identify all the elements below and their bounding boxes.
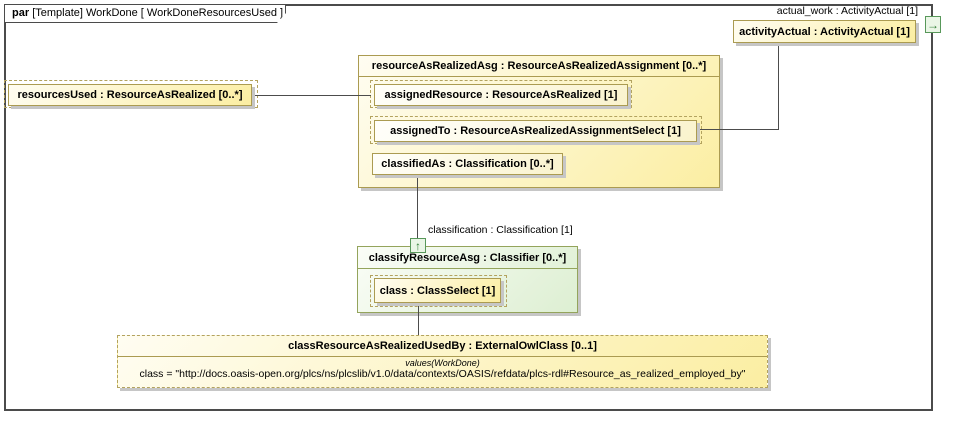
diagram-tab: par [Template] WorkDone [ WorkDoneResour… [4, 4, 286, 23]
connector-resources-used[interactable] [253, 95, 371, 96]
frame-port-right-arrow-icon[interactable]: → [925, 16, 941, 33]
node-class-label: class : ClassSelect [1] [379, 284, 496, 297]
node-assigned-resource[interactable]: assignedResource : ResourceAsRealized [1… [374, 84, 628, 106]
connector-activity-vertical[interactable] [778, 43, 779, 129]
node-class[interactable]: class : ClassSelect [1] [374, 278, 501, 303]
node-assigned-to[interactable]: assignedTo : ResourceAsRealizedAssignmen… [374, 120, 697, 142]
node-classified-as-label: classifiedAs : Classification [0..*] [381, 158, 554, 170]
resources-used-boundary [4, 80, 258, 108]
node-external-owl-header: classResourceAsRealizedUsedBy : External… [118, 336, 767, 357]
diagram-kind-keyword: par [12, 7, 30, 19]
class-boundary [370, 275, 507, 307]
classification-label: classification : Classification [1] [428, 224, 573, 236]
connector-classification[interactable] [417, 175, 418, 238]
node-resources-used[interactable]: resourcesUsed : ResourceAsRealized [0..*… [8, 84, 252, 106]
values-compartment-label: values(WorkDone) [405, 358, 480, 368]
diagram-title: [Template] WorkDone [ WorkDoneResourcesU… [32, 7, 284, 19]
node-assigned-resource-label: assignedResource : ResourceAsRealized [1… [384, 89, 618, 101]
node-classified-as[interactable]: classifiedAs : Classification [0..*] [372, 153, 563, 175]
connector-class-value[interactable] [418, 303, 419, 335]
class-slot-value: class = "http://docs.oasis-open.org/plcs… [139, 368, 746, 380]
up-arrow-icon: ↑ [415, 238, 421, 253]
node-resource-asg-header: resourceAsRealizedAsg : ResourceAsRealiz… [359, 56, 719, 77]
diagram-frame [4, 4, 933, 411]
assigned-resource-boundary [370, 80, 632, 108]
node-resources-used-label: resourcesUsed : ResourceAsRealized [0..*… [17, 89, 243, 101]
connector-activity-horizontal[interactable] [697, 129, 779, 130]
node-activity-actual[interactable]: activityActual : ActivityActual [1] [733, 20, 916, 43]
node-assigned-to-label: assignedTo : ResourceAsRealizedAssignmen… [390, 125, 681, 137]
assigned-to-boundary [370, 116, 702, 144]
right-arrow-icon: → [927, 17, 939, 32]
node-classify-asg-header: classifyResourceAsg : Classifier [0..*] [358, 247, 577, 269]
node-activity-actual-label: activityActual : ActivityActual [1] [739, 25, 910, 38]
classify-port-up-arrow-icon[interactable]: ↑ [410, 238, 426, 253]
actual-work-label: actual_work : ActivityActual [1] [776, 5, 918, 17]
node-external-owl[interactable]: classResourceAsRealizedUsedBy : External… [117, 335, 768, 388]
